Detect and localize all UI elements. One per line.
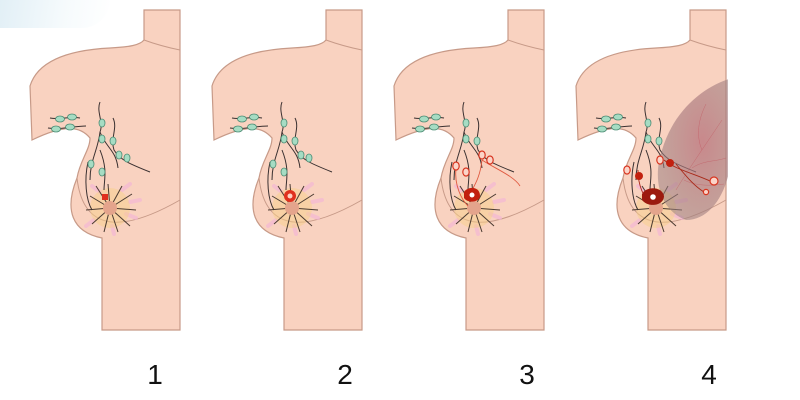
tumor-icon	[102, 194, 108, 200]
stage-label: 3	[519, 359, 535, 390]
breast-illustration	[211, 9, 363, 331]
decorative-wash	[0, 0, 110, 28]
breast-illustration	[575, 9, 728, 331]
affected-lymph-nodes	[452, 150, 494, 177]
stage-label: 2	[337, 359, 353, 390]
metastatic-mass	[657, 79, 728, 220]
stage-label: 1	[147, 359, 163, 390]
stage-panel-1: 1	[0, 0, 182, 400]
stage-panel-3: 3	[364, 0, 546, 400]
affected-lymph-nodes	[623, 155, 719, 196]
stage-panel-2: 2	[182, 0, 364, 400]
stage-panel-4: 4	[546, 0, 728, 400]
stage-label: 4	[701, 359, 717, 390]
breast-illustration	[29, 9, 181, 331]
breast-illustration	[393, 9, 545, 331]
